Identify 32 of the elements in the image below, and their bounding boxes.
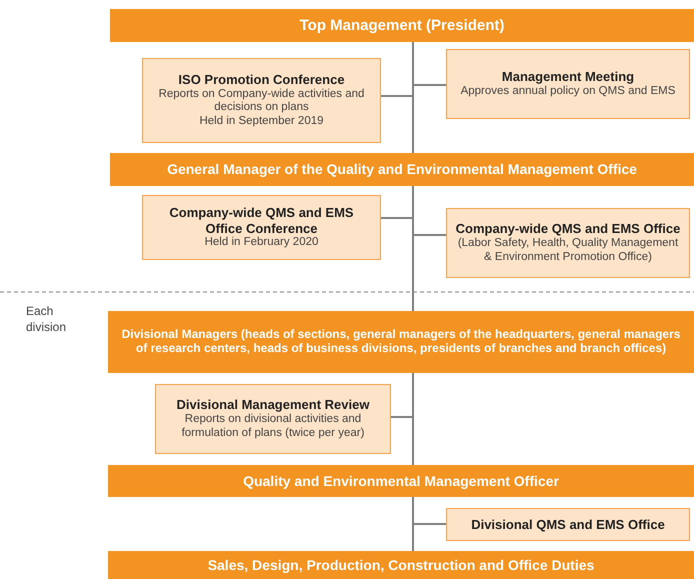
level-title: Sales, Design, Production, Construction and Office Duties [208, 556, 594, 574]
level-bar [108, 465, 694, 497]
box-title: Divisional Management Review [176, 397, 370, 413]
box-description: Reports on divisional activities and formulation of plans (twice per year) [180, 413, 366, 441]
level-title: Divisional Managers (heads of sections, general managers of the headquarters, general managers of research centers, heads of business divisions, presidents of branches and branch offices) [120, 328, 682, 356]
box-title: ISO Promotion Conference [178, 72, 345, 88]
level-bar [110, 153, 694, 186]
box-title: Company-wide QMS and EMS Office Conference [168, 205, 355, 236]
connector-line [391, 373, 414, 418]
box-description: Reports on Company-wide activities and decisions on plans [158, 88, 366, 116]
connector-line [412, 497, 446, 525]
meeting-box [142, 58, 381, 143]
level-bar [108, 551, 694, 579]
connector-line [412, 42, 446, 86]
level-title: Top Management (President) [300, 16, 504, 34]
box-description: Held in September 2019 [199, 115, 324, 129]
level-title: Quality and Environmental Management Officer [243, 472, 559, 490]
meeting-box [446, 508, 690, 541]
box-title: Management Meeting [502, 69, 634, 85]
meeting-box [142, 195, 381, 260]
level-bar [108, 311, 694, 373]
meeting-box [446, 208, 690, 278]
box-description: Held in February 2020 [204, 236, 318, 250]
meeting-box [155, 384, 391, 454]
box-description: Approves annual policy on QMS and EMS [460, 84, 676, 99]
level-bar [110, 9, 694, 42]
box-description: (Labor Safety, Health, Quality Management & Environment Promotion Office) [456, 237, 680, 265]
level-title: General Manager of the Quality and Environmental Management Office [167, 161, 637, 178]
box-title: Divisional QMS and EMS Office [471, 516, 665, 532]
section-label: Each division [26, 304, 68, 336]
meeting-box [446, 49, 690, 119]
box-title: Company-wide QMS and EMS Office [456, 221, 680, 237]
